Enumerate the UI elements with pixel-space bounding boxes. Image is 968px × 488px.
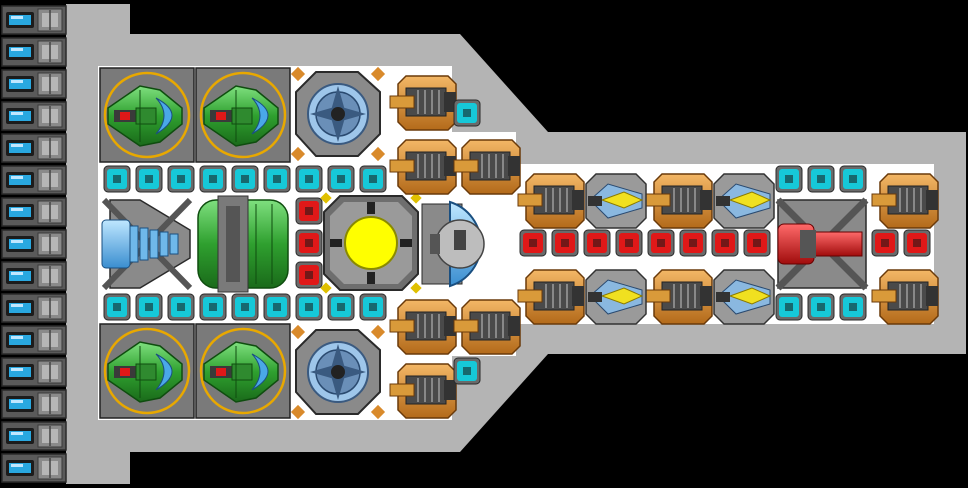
- power-conduit-icon: [167, 165, 195, 193]
- power-conduit-icon: [135, 293, 163, 321]
- power-conduit-icon: [327, 165, 355, 193]
- fuel-tank-icon: [197, 195, 289, 293]
- autocannon-turret-icon: [389, 363, 457, 419]
- autocannon-turret-icon: [871, 173, 939, 229]
- power-conduit-icon: [807, 165, 835, 193]
- power-conduit-icon: [711, 229, 739, 257]
- ship-deck: [98, 66, 934, 420]
- power-conduit-icon: [135, 165, 163, 193]
- ship-modules: [99, 66, 939, 420]
- power-conduit-icon: [453, 99, 481, 127]
- docking-port-icon: [1, 101, 67, 131]
- reactor-core-icon: [320, 192, 422, 294]
- power-conduit-icon: [519, 229, 547, 257]
- power-conduit-icon: [839, 165, 867, 193]
- plasma-launcher-icon: [713, 269, 775, 325]
- power-conduit-icon: [551, 229, 579, 257]
- power-conduit-icon: [775, 293, 803, 321]
- shield-generator-icon: [290, 66, 386, 162]
- power-conduit-icon: [647, 229, 675, 257]
- docking-port-icon: [1, 165, 67, 195]
- ion-thruster-icon: [101, 197, 193, 291]
- power-conduit-icon: [199, 165, 227, 193]
- docking-port-icon: [1, 453, 67, 483]
- docking-port-icon: [1, 325, 67, 355]
- autocannon-turret-icon: [389, 299, 457, 355]
- docking-port-icon: [1, 5, 67, 35]
- power-conduit-icon: [359, 293, 387, 321]
- power-conduit-icon: [453, 357, 481, 385]
- power-conduit-icon: [295, 261, 323, 289]
- power-conduit-icon: [231, 293, 259, 321]
- docking-port-icon: [1, 229, 67, 259]
- power-conduit-icon: [295, 293, 323, 321]
- autocannon-turret-icon: [389, 75, 457, 131]
- autocannon-turret-icon: [389, 139, 457, 195]
- fighter-hangar-icon: [195, 323, 291, 419]
- autocannon-turret-icon: [645, 173, 713, 229]
- power-conduit-icon: [615, 229, 643, 257]
- plasma-launcher-icon: [585, 269, 647, 325]
- power-conduit-icon: [231, 165, 259, 193]
- power-conduit-icon: [743, 229, 771, 257]
- autocannon-turret-icon: [871, 269, 939, 325]
- plasma-launcher-icon: [713, 173, 775, 229]
- autocannon-turret-icon: [517, 173, 585, 229]
- docking-port-icon: [1, 421, 67, 451]
- power-conduit-icon: [903, 229, 931, 257]
- fighter-hangar-icon: [99, 323, 195, 419]
- docking-port-icon: [1, 37, 67, 67]
- power-conduit-icon: [807, 293, 835, 321]
- heavy-laser-icon: [775, 197, 869, 291]
- power-conduit-icon: [871, 229, 899, 257]
- autocannon-turret-icon: [645, 269, 713, 325]
- power-conduit-icon: [263, 293, 291, 321]
- fighter-hangar-icon: [99, 67, 195, 163]
- docking-port-icon: [1, 389, 67, 419]
- power-conduit-icon: [199, 293, 227, 321]
- power-conduit-icon: [167, 293, 195, 321]
- power-conduit-icon: [839, 293, 867, 321]
- shield-generator-icon: [290, 324, 386, 420]
- power-conduit-icon: [295, 229, 323, 257]
- autocannon-turret-icon: [517, 269, 585, 325]
- power-conduit-icon: [327, 293, 355, 321]
- power-conduit-icon: [295, 197, 323, 225]
- docking-port-icon: [1, 261, 67, 291]
- power-conduit-icon: [775, 165, 803, 193]
- docking-port-icon: [1, 197, 67, 227]
- docking-port-icon: [1, 69, 67, 99]
- plasma-launcher-icon: [585, 173, 647, 229]
- docking-port-icon: [1, 133, 67, 163]
- power-conduit-icon: [583, 229, 611, 257]
- fighter-hangar-icon: [195, 67, 291, 163]
- power-conduit-icon: [263, 165, 291, 193]
- docking-port-column: [1, 5, 67, 483]
- docking-port-icon: [1, 293, 67, 323]
- autocannon-turret-icon: [453, 299, 521, 355]
- power-conduit-icon: [359, 165, 387, 193]
- command-dome-icon: [421, 200, 485, 288]
- autocannon-turret-icon: [453, 139, 521, 195]
- docking-port-icon: [1, 357, 67, 387]
- power-conduit-icon: [295, 165, 323, 193]
- power-conduit-icon: [679, 229, 707, 257]
- power-conduit-icon: [103, 165, 131, 193]
- power-conduit-icon: [103, 293, 131, 321]
